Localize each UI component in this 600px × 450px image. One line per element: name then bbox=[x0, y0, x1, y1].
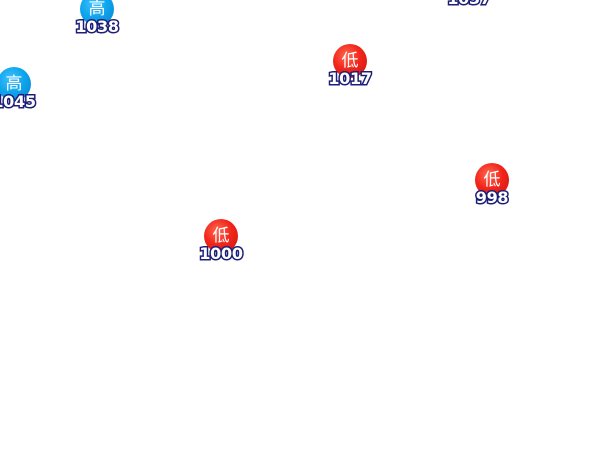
low-pressure-icon: 低 bbox=[475, 163, 509, 197]
high-pressure-icon: 高 bbox=[80, 0, 114, 26]
pressure-center-high[interactable]: 高 1045 bbox=[0, 67, 44, 123]
low-pressure-icon: 低 bbox=[204, 219, 238, 253]
pressure-center-high[interactable]: 高 1037 bbox=[439, 0, 499, 20]
pressure-value: 1045 bbox=[0, 92, 37, 111]
pressure-value: 998 bbox=[474, 188, 510, 207]
pressure-value: 1000 bbox=[198, 244, 245, 263]
high-pressure-icon: 高 bbox=[0, 67, 31, 101]
pressure-value: 1038 bbox=[74, 17, 121, 36]
pressure-center-low[interactable]: 低 1000 bbox=[191, 219, 251, 275]
pressure-value: 1017 bbox=[327, 69, 374, 88]
low-pressure-icon: 低 bbox=[333, 44, 367, 78]
pressure-center-low[interactable]: 低 998 bbox=[462, 163, 522, 219]
pressure-value: 1037 bbox=[439, 0, 499, 8]
pressure-center-high[interactable]: 高 1038 bbox=[67, 0, 127, 48]
pressure-center-low[interactable]: 低 1017 bbox=[320, 44, 380, 100]
